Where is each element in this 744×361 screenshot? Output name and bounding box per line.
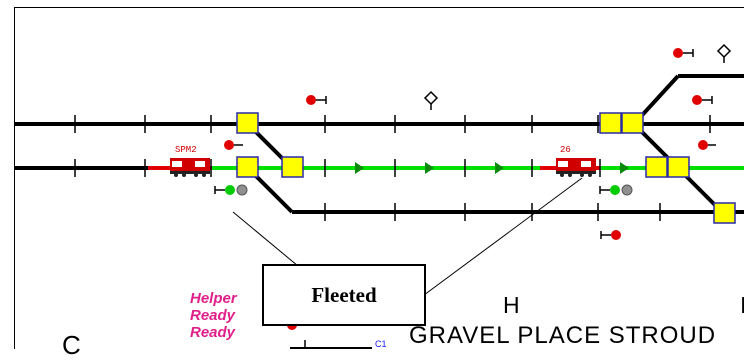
track-diagram: SPM2 26 [14, 43, 744, 349]
signal-red-3[interactable] [673, 48, 694, 58]
locomotive-spm2[interactable]: SPM2 [170, 145, 210, 177]
fleeted-callout: Fleeted [262, 264, 426, 326]
switch-boxes[interactable] [236, 112, 736, 224]
area-letter-c: C [62, 330, 81, 360]
area-letter-h: H [503, 292, 520, 318]
diagram-frame [14, 7, 744, 349]
middle-ticks [74, 159, 601, 177]
marker-diamond-1 [423, 90, 439, 110]
station-names: GRAVEL PLACE STROUD [409, 322, 717, 349]
signal-red-2[interactable] [224, 140, 243, 150]
signal-red-5[interactable] [698, 140, 716, 150]
lower-ticks [324, 203, 661, 221]
signal-red-4[interactable] [692, 95, 713, 105]
helper-line-3: Ready [190, 324, 236, 341]
callout-pointer-right [419, 177, 583, 299]
helper-line-2: Ready [190, 307, 236, 324]
area-letter-l: I [740, 292, 744, 318]
callout-label: Fleeted [311, 282, 377, 307]
helper-line-1: Helper [190, 290, 237, 307]
signal-red-6[interactable] [600, 230, 621, 240]
marker-diamond-2 [716, 43, 732, 63]
signal-green-1[interactable] [214, 184, 248, 196]
signal-green-2[interactable] [599, 184, 633, 196]
upper-ticks [74, 115, 711, 133]
callout-pointer-left [232, 211, 299, 267]
locomotive-label: SPM2 [175, 145, 197, 155]
signal-red-1[interactable] [306, 95, 327, 105]
track-code-label: C1 [375, 339, 387, 349]
helper-ready-text: Helper Ready Ready [190, 290, 237, 341]
locomotive-26[interactable]: 26 [556, 145, 596, 177]
locomotive-label: 26 [560, 145, 571, 155]
route-arrows [355, 162, 629, 174]
